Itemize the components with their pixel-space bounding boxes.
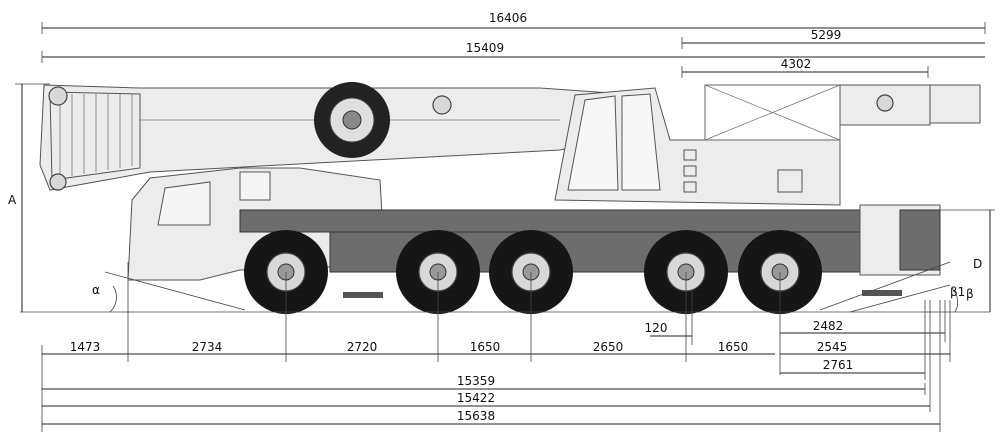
spacing-label-1650-b: 1650	[718, 340, 749, 354]
approach-angle-arc	[109, 285, 117, 313]
spacing-label-1650-a: 1650	[470, 340, 501, 354]
chassis	[239, 204, 941, 276]
superstructure	[554, 84, 981, 206]
spacing-label-2734: 2734	[192, 340, 223, 354]
spacing-label-2720: 2720	[347, 340, 378, 354]
hook-block	[49, 173, 67, 191]
departure-angle-line	[819, 261, 951, 311]
axle-spacing-row: 1473 2734 2720 1650 2650 1650 120	[41, 262, 781, 375]
boom-pivot	[432, 95, 452, 115]
crane-illustration	[39, 82, 981, 314]
departure-angle-arc	[951, 287, 959, 313]
length-label-15638: 15638	[457, 409, 495, 423]
spacing-label-1473: 1473	[70, 340, 101, 354]
rear-label-2545: 2545	[817, 340, 848, 354]
offset-label-120: 120	[645, 321, 668, 335]
departure-angle-1-line	[849, 284, 951, 313]
dim-label-16406: 16406	[489, 11, 527, 25]
overall-lengths: 15359 15422 15638	[41, 300, 941, 432]
winch-drum	[314, 82, 390, 158]
outrigger-pad-rear	[862, 290, 902, 296]
departure-angle-1-label: β1	[950, 285, 965, 299]
top-dimensions: 16406 15409 5299 4302	[41, 11, 986, 78]
outrigger-pad-front	[343, 292, 383, 298]
boom-head-sheave	[48, 86, 68, 106]
rear-label-2761: 2761	[823, 358, 854, 372]
rear-label-2482: 2482	[813, 319, 844, 333]
length-label-15422: 15422	[457, 391, 495, 405]
clearance-label: D	[973, 257, 982, 271]
departure-angle-label: β	[966, 287, 974, 301]
approach-angle-label: α	[92, 283, 100, 297]
length-label-15359: 15359	[457, 374, 495, 388]
dim-label-15409: 15409	[466, 41, 504, 55]
carrier-cab-window	[157, 181, 211, 226]
crane-cab-window	[567, 95, 619, 191]
spacing-label-2650: 2650	[593, 340, 624, 354]
vertical-dimensions: A D	[8, 83, 995, 312]
height-label: A	[8, 193, 17, 207]
dim-label-5299: 5299	[811, 28, 842, 42]
dim-label-4302: 4302	[781, 57, 812, 71]
rear-dimensions: 2482 2545 2761	[780, 300, 951, 380]
